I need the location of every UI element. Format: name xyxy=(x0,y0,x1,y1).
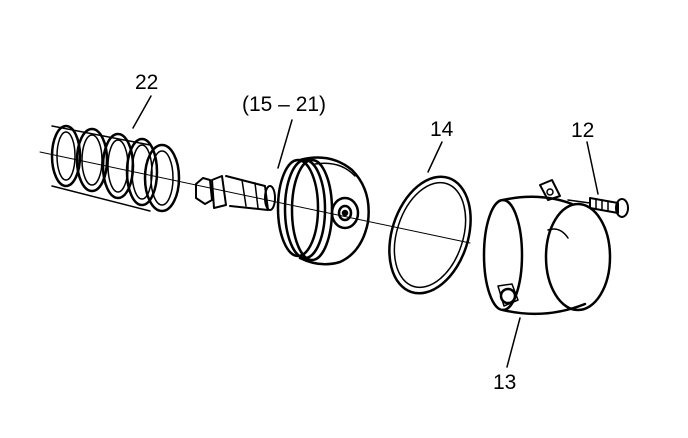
leader-13 xyxy=(506,317,521,368)
spring-part-22 xyxy=(50,124,181,213)
bolt-part-12 xyxy=(567,197,629,218)
seal-ring-part-14 xyxy=(388,175,472,295)
leader-12 xyxy=(586,141,599,195)
shaft-part xyxy=(195,175,276,211)
callout-13: 13 xyxy=(493,371,517,394)
cover-part-13 xyxy=(482,179,612,316)
leader-assembly xyxy=(277,119,293,169)
callout-22: 22 xyxy=(135,71,159,94)
leader-14 xyxy=(427,141,443,173)
callout-12: 12 xyxy=(571,119,595,142)
leader-22 xyxy=(132,95,152,129)
callout-15-21: (15 – 21) xyxy=(242,93,327,116)
piston-assembly-part xyxy=(276,156,370,266)
callout-14: 14 xyxy=(430,118,454,141)
leader-lines xyxy=(132,95,599,368)
